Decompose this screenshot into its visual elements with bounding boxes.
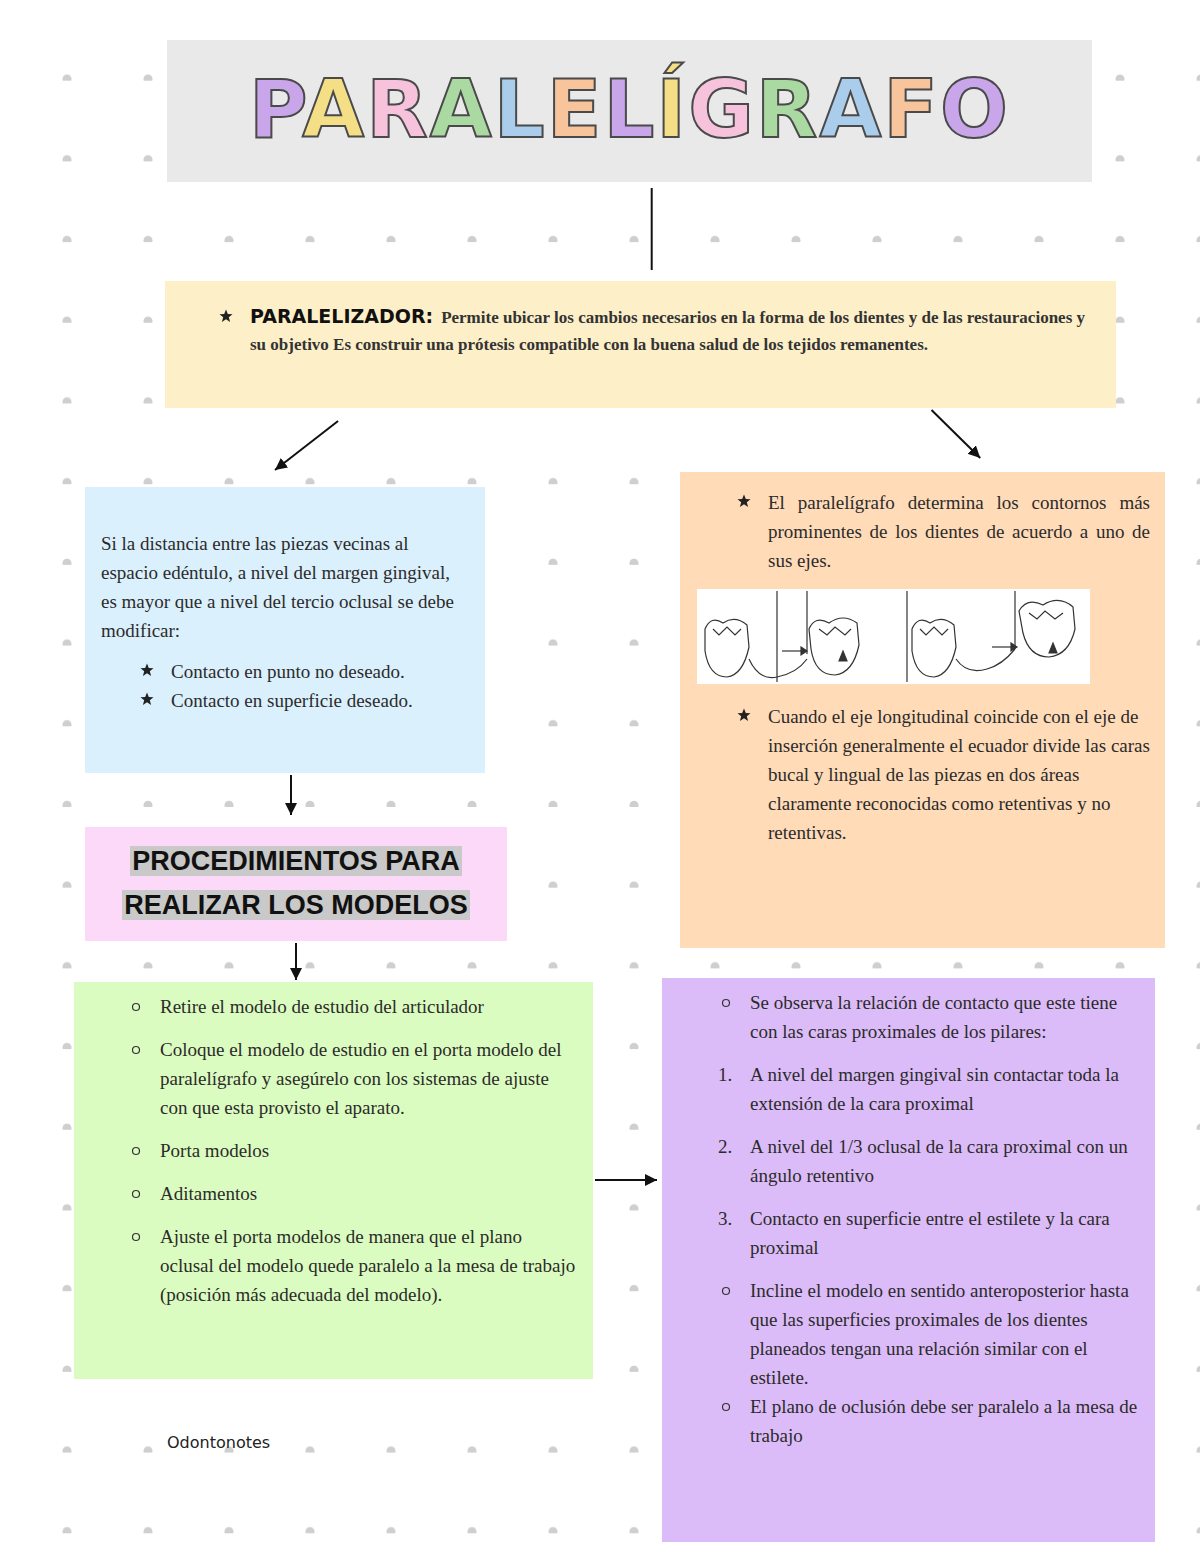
body-text: Retire el modelo de estudio del articula… (160, 992, 577, 1021)
node-box: PROCEDIMIENTOS PARA REALIZAR LOS MODELOS (85, 827, 507, 941)
text-row: 2. A nivel del 1/3 oclusal de la cara pro… (678, 1132, 1139, 1190)
node-box: Se observa la relación de contacto que e… (662, 978, 1155, 1542)
section-heading-text: PROCEDIMIENTOS PARA REALIZAR LOS MODELOS (122, 846, 470, 920)
box-heading: PARALELIZADOR: (250, 305, 433, 327)
body-text: Contacto en superficie entre el estilete… (750, 1204, 1139, 1262)
star-bullet (737, 494, 751, 508)
body-text: Porta modelos (160, 1136, 577, 1165)
tooth-illustration (697, 589, 1090, 684)
circle-bullet (719, 1284, 733, 1298)
watermark-label: Odontonotes (167, 1433, 270, 1452)
text-row: PARALELIZADOR:Permite ubicar los cambios… (185, 303, 1096, 358)
text-row: 1. A nivel del margen gingival sin contac… (678, 1060, 1139, 1118)
node-box: Retire el modelo de estudio del articula… (74, 982, 593, 1379)
text-row: Si la distancia entre las piezas vecinas… (101, 529, 469, 645)
title-letter: R (366, 63, 430, 156)
circle-bullet (129, 1043, 143, 1057)
body-text: Ajuste el porta modelos de manera que el… (160, 1222, 577, 1309)
body-text: Contacto en punto no deseado. (171, 657, 469, 686)
title-letter: E (547, 63, 604, 156)
section-heading: PROCEDIMIENTOS PARA REALIZAR LOS MODELOS (95, 839, 497, 927)
title-letter: L (603, 63, 656, 156)
node-box: PARALELÍGRAFO (167, 40, 1092, 182)
body-text: El paralelígrafo determina los contornos… (768, 488, 1150, 575)
text-row: El paralelígrafo determina los contornos… (695, 488, 1150, 575)
star-bullet (737, 708, 751, 722)
body-text: Contacto en superficie deseado. (171, 686, 469, 715)
star-bullet (140, 692, 154, 706)
circle-bullet (719, 1400, 733, 1414)
title-text: PARALELÍGRAFO (177, 40, 1082, 180)
body-text: Coloque el modelo de estudio en el porta… (160, 1035, 577, 1122)
text-row: Cuando el eje longitudinal coincide con … (695, 702, 1150, 847)
text-row: Ajuste el porta modelos de manera que el… (90, 1222, 577, 1309)
title-letter: O (940, 63, 1010, 156)
text-row: Contacto en superficie deseado. (101, 686, 469, 715)
body-text: A nivel del 1/3 oclusal de la cara proxi… (750, 1132, 1139, 1190)
list-number: 1. (718, 1060, 732, 1089)
circle-bullet (129, 1144, 143, 1158)
body-text: A nivel del margen gingival sin contacta… (750, 1060, 1139, 1118)
text-row: Contacto en punto no deseado. (101, 657, 469, 686)
text-row: PROCEDIMIENTOS PARA REALIZAR LOS MODELOS (95, 839, 497, 927)
connector-arrow (290, 775, 292, 815)
body-text: Incline el modelo en sentido anteroposte… (750, 1276, 1139, 1392)
body-text: El plano de oclusión debe ser paralelo a… (750, 1392, 1139, 1450)
connector-arrow (932, 410, 981, 458)
list-number: 3. (718, 1204, 732, 1233)
title-letter: F (883, 63, 940, 156)
title-letter: R (756, 63, 820, 156)
body-text: Cuando el eje longitudinal coincide con … (768, 702, 1150, 847)
list-number: 2. (718, 1132, 732, 1161)
text-row: Coloque el modelo de estudio en el porta… (90, 1035, 577, 1122)
text-row: El plano de oclusión debe ser paralelo a… (678, 1392, 1139, 1450)
text-row: Aditamentos (90, 1179, 577, 1208)
text-row: Retire el modelo de estudio del articula… (90, 992, 577, 1021)
text-row: Porta modelos (90, 1136, 577, 1165)
connector-arrow (295, 943, 297, 980)
circle-bullet (719, 996, 733, 1010)
title-letter: Í (656, 63, 688, 156)
title-letter: G (688, 63, 756, 156)
node-box: El paralelígrafo determina los contornos… (680, 472, 1165, 948)
text-row: Se observa la relación de contacto que e… (678, 988, 1139, 1046)
body-text: Si la distancia entre las piezas vecinas… (101, 529, 469, 645)
connector-arrow (275, 421, 338, 470)
title-letter: P (249, 63, 302, 156)
text-row: 3. Contacto en superficie entre el estile… (678, 1204, 1139, 1262)
star-bullet (219, 309, 233, 323)
node-box: PARALELIZADOR:Permite ubicar los cambios… (165, 281, 1116, 408)
body-text: Se observa la relación de contacto que e… (750, 988, 1139, 1046)
circle-bullet (129, 1187, 143, 1201)
circle-bullet (129, 1230, 143, 1244)
connector-arrow (595, 1179, 657, 1181)
connector-line (651, 188, 653, 270)
body-text: Aditamentos (160, 1179, 577, 1208)
title-letter: A (302, 63, 366, 156)
text-row: Incline el modelo en sentido anteroposte… (678, 1276, 1139, 1392)
title-letter: A (430, 63, 494, 156)
star-bullet (140, 663, 154, 677)
title-letter: L (494, 63, 547, 156)
circle-bullet (129, 1000, 143, 1014)
node-box: Si la distancia entre las piezas vecinas… (85, 487, 485, 773)
title-letter: A (819, 63, 883, 156)
